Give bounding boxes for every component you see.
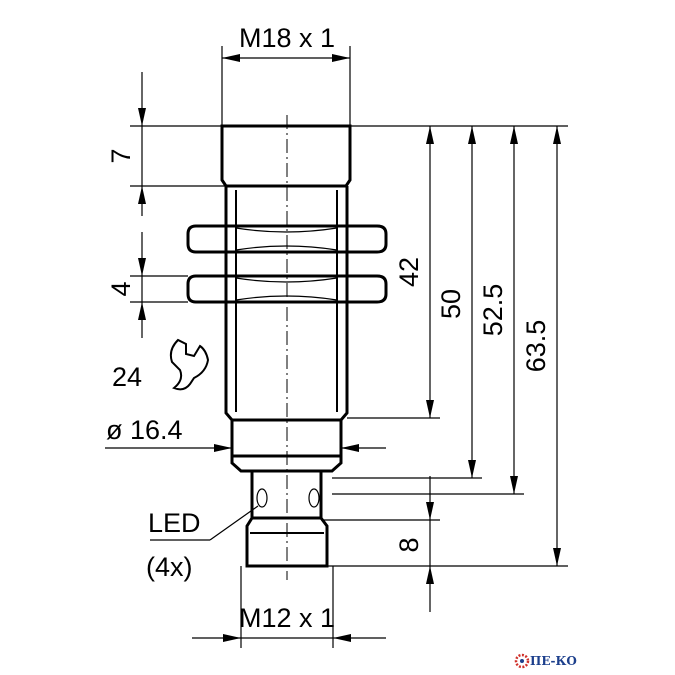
led-leader bbox=[150, 505, 259, 541]
dim-thread-bottom bbox=[192, 566, 386, 648]
logo-text: ПЕ-КО bbox=[530, 654, 577, 668]
dim-thread-top bbox=[221, 46, 351, 126]
hex-nut-upper bbox=[186, 224, 388, 254]
sensor-body bbox=[220, 124, 352, 568]
wrench-size-label: 24 bbox=[112, 362, 142, 392]
wrench-icon bbox=[169, 338, 210, 391]
led-count-label: (4x) bbox=[146, 552, 193, 582]
gear-icon bbox=[514, 653, 530, 669]
dim-len-8 bbox=[426, 476, 434, 612]
right-extension-lines bbox=[321, 125, 568, 567]
brand-logo: ПЕ-КО bbox=[514, 653, 577, 669]
dim-len-52-5 bbox=[510, 126, 518, 494]
dim-len-63-5 bbox=[553, 126, 561, 566]
hex-nut-lower bbox=[186, 274, 388, 304]
height-7-label: 7 bbox=[106, 148, 136, 163]
len-63-5-label: 63.5 bbox=[521, 320, 551, 373]
dim-len-42 bbox=[426, 126, 434, 418]
dim-len-50 bbox=[468, 126, 476, 478]
len-42-label: 42 bbox=[394, 257, 424, 287]
thread-top-label: M18 x 1 bbox=[239, 23, 335, 53]
diameter-label: ø 16.4 bbox=[106, 415, 183, 445]
dim-height-4 bbox=[130, 232, 188, 338]
height-4-label: 4 bbox=[106, 281, 136, 296]
dim-diameter bbox=[105, 444, 386, 452]
len-52-5-label: 52.5 bbox=[478, 284, 508, 337]
led-label: LED bbox=[148, 508, 201, 538]
len-50-label: 50 bbox=[436, 289, 466, 319]
thread-bottom-label: M12 x 1 bbox=[239, 603, 335, 633]
dim-height-7 bbox=[130, 72, 226, 216]
len-8-label: 8 bbox=[394, 537, 424, 552]
